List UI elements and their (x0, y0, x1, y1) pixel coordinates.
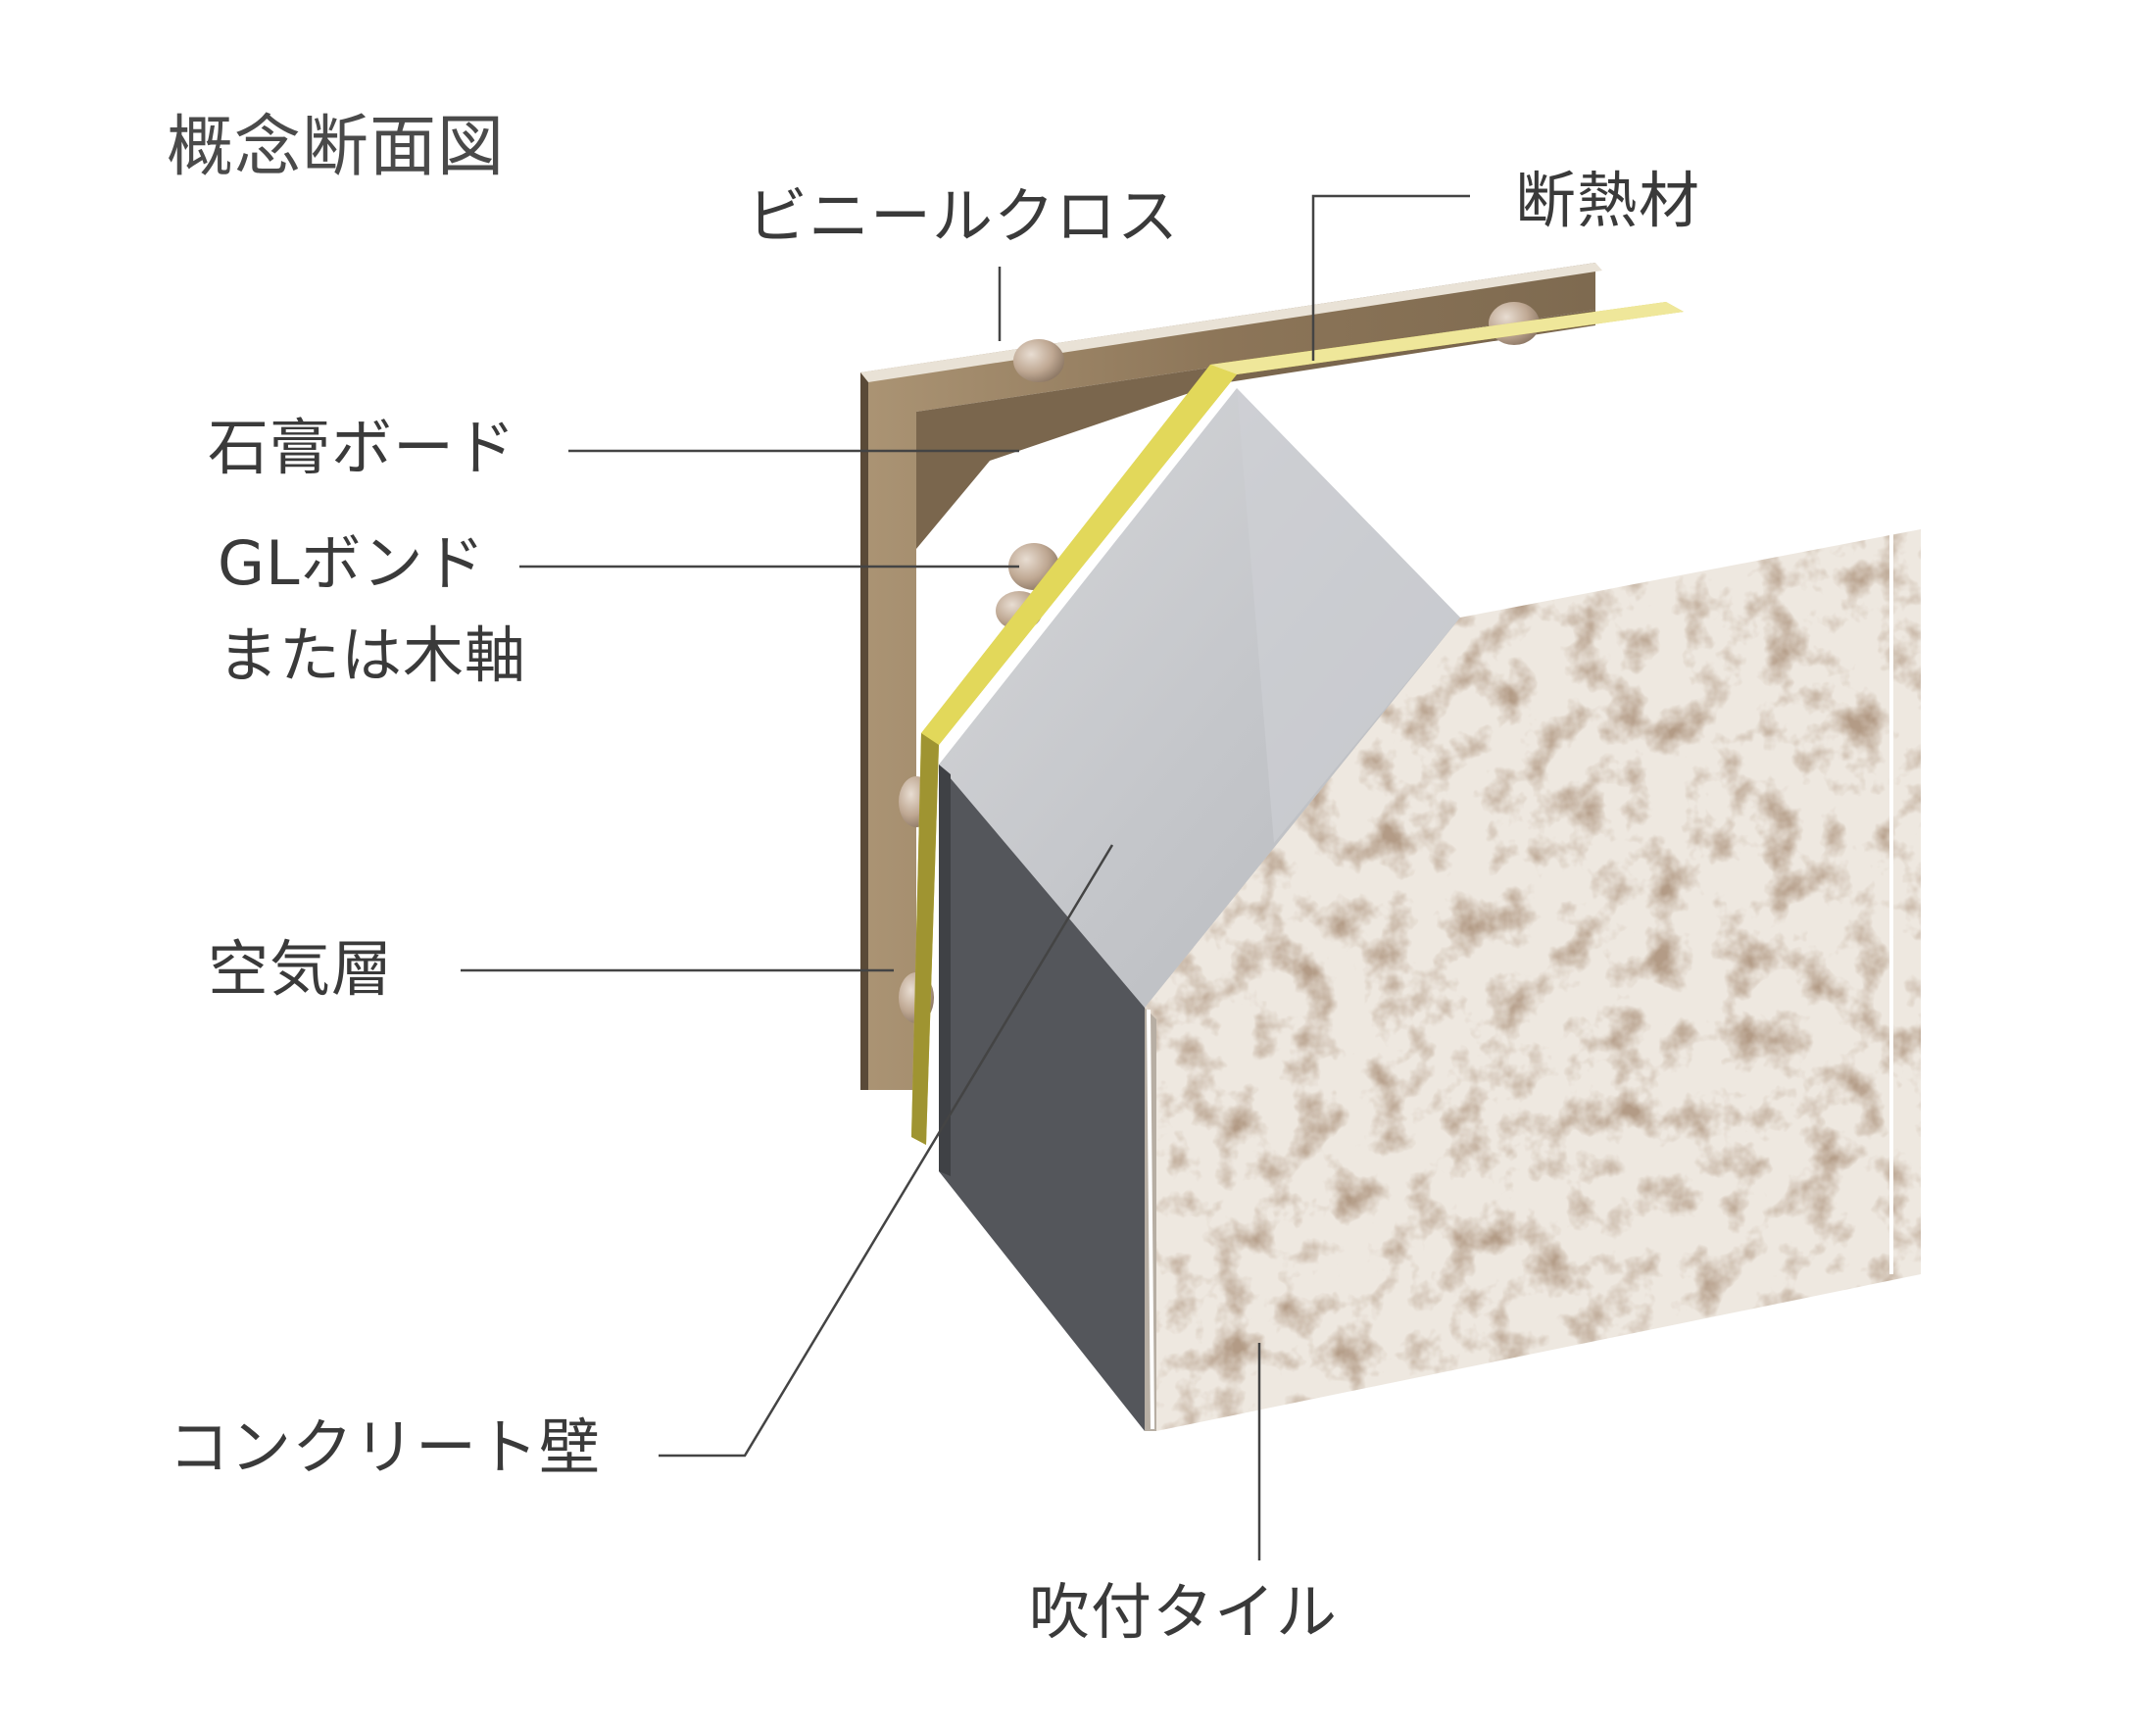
label-gl-bond-line1: GLボンド (218, 527, 486, 599)
label-concrete-wall: コンクリート壁 (169, 1411, 602, 1483)
leader-concrete-wall (659, 844, 1114, 1458)
leader-lines (461, 194, 1470, 1560)
leader-insulation (1311, 194, 1470, 361)
label-insulation: 断熱材 (1515, 165, 1701, 236)
label-gypsum-board: 石膏ボード (208, 412, 517, 483)
label-vinyl-cloth: ビニールクロス (747, 180, 1180, 252)
label-spray-tile: 吹付タイル (1029, 1576, 1339, 1648)
label-gl-bond-line2: または木軸 (218, 619, 527, 691)
label-air-layer: 空気層 (208, 933, 394, 1005)
diagram-title: 概念断面図 (167, 109, 506, 186)
insulation-layer (911, 302, 1684, 1145)
spray-tile-block (1145, 529, 1921, 1431)
